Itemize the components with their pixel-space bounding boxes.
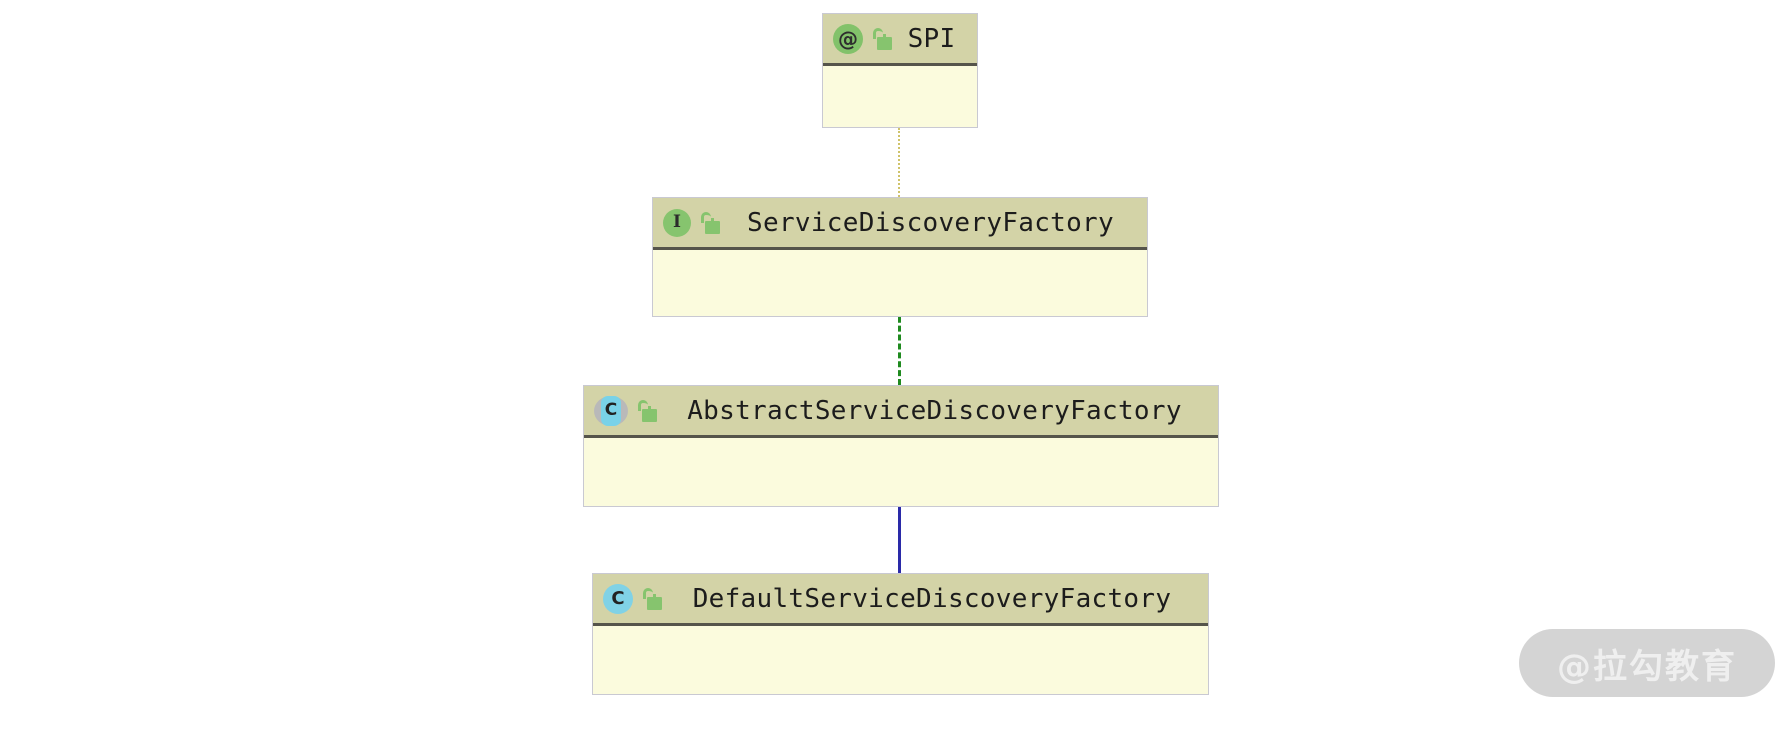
uml-node-members	[653, 250, 1147, 315]
uml-node-header: I ServiceDiscoveryFactory	[653, 198, 1147, 250]
uml-node-title-wrap: AbstractServiceDiscoveryFactory	[661, 396, 1218, 426]
annotation-at-icon: @	[833, 23, 863, 54]
uml-node-title: DefaultServiceDiscoveryFactory	[692, 583, 1172, 614]
uml-node-icons: C	[594, 395, 657, 426]
uml-node-members	[584, 438, 1218, 505]
connector-default-extends-abstract	[898, 467, 901, 573]
abstract-class-c-glyph: C	[601, 395, 621, 426]
connector-abstract-implements-interface	[898, 299, 901, 385]
uml-node-title: ServiceDiscoveryFactory	[747, 207, 1114, 238]
interface-i-icon: I	[663, 208, 691, 237]
uml-node-title-wrap: SPI	[896, 24, 977, 54]
uml-node-title: AbstractServiceDiscoveryFactory	[687, 395, 1182, 426]
uml-node-header: C AbstractServiceDiscoveryFactory	[584, 386, 1218, 438]
abstract-class-c-icon: C	[594, 395, 628, 426]
uml-node-members	[823, 66, 977, 126]
class-c-icon: C	[603, 583, 633, 614]
uml-class-node-spi[interactable]: @ SPI	[822, 13, 978, 128]
watermark: @拉勾教育	[1519, 629, 1775, 697]
uml-class-node-abstract-service-discovery-factory[interactable]: C AbstractServiceDiscoveryFactory	[583, 385, 1219, 507]
open-padlock-icon	[700, 211, 720, 235]
uml-node-members	[593, 626, 1208, 693]
uml-node-title-wrap: ServiceDiscoveryFactory	[724, 208, 1147, 238]
uml-node-icons: I	[663, 208, 720, 237]
open-padlock-icon	[642, 587, 662, 611]
uml-class-node-default-service-discovery-factory[interactable]: C DefaultServiceDiscoveryFactory	[592, 573, 1209, 695]
uml-node-header: C DefaultServiceDiscoveryFactory	[593, 574, 1208, 626]
uml-node-icons: C	[603, 583, 662, 614]
watermark-text: @拉勾教育	[1557, 646, 1737, 687]
connector-spi-to-interface	[898, 128, 900, 197]
uml-class-node-service-discovery-factory[interactable]: I ServiceDiscoveryFactory	[652, 197, 1148, 317]
open-padlock-icon	[872, 27, 892, 51]
uml-node-header: @ SPI	[823, 14, 977, 66]
uml-node-title: SPI	[907, 23, 956, 54]
uml-node-icons: @	[833, 23, 892, 54]
open-padlock-icon	[637, 399, 657, 423]
uml-node-title-wrap: DefaultServiceDiscoveryFactory	[666, 584, 1208, 614]
